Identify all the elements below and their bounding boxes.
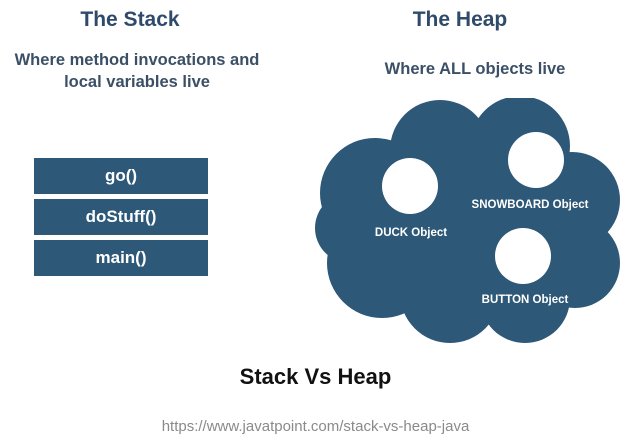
heap-cloud-diagram: DUCK Object SNOWBOARD Object BUTTON Obje… [315,98,620,343]
stack-frame-go: go() [34,158,208,194]
heap-cloud [315,98,620,343]
source-url: https://www.javatpoint.com/stack-vs-heap… [161,418,470,435]
stack-subtitle: Where method invocations and local varia… [14,51,260,91]
duck-object-circle [382,158,438,214]
diagram-caption: Stack Vs Heap [239,364,392,389]
heap-title: The Heap [412,8,508,31]
snowboard-object-circle [508,132,564,188]
stack-frame-main: main() [34,240,208,276]
heap-subtitle: Where ALL objects live [384,60,566,78]
stack-frame-dostuff: doStuff() [34,199,208,235]
duck-object-label: DUCK Object [375,227,447,239]
button-object-label: BUTTON Object [482,294,569,306]
button-object-circle [495,228,551,284]
stack-title: The Stack [80,8,180,31]
snowboard-object-label: SNOWBOARD Object [472,199,589,211]
